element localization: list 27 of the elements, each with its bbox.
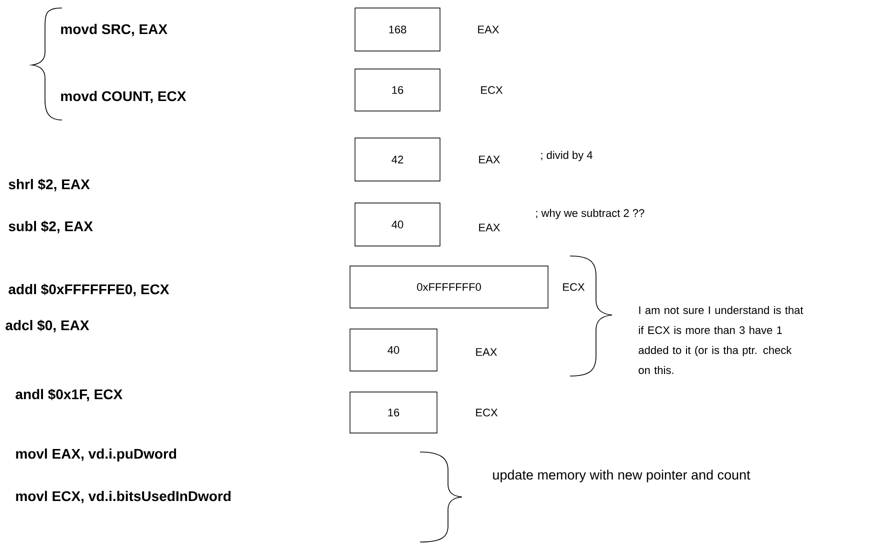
instruction-text: movd SRC, EAX (61, 24, 168, 36)
value-box: 16 (350, 392, 438, 434)
instruction-text: andl $0x1F, ECX (16, 388, 122, 402)
instruction-text: movd COUNT, ECX (61, 90, 186, 104)
value-box: 0xFFFFFFF0 (350, 266, 548, 308)
value-box: 40 (350, 328, 438, 372)
register-label: EAX (478, 26, 499, 34)
comment-text: ; divid by 4 (541, 150, 592, 162)
instruction-text: shrl $2, EAX (8, 178, 90, 192)
register-label: EAX (476, 348, 497, 356)
instruction-text: addl $0xFFFFFFE0, ECX (8, 284, 170, 296)
instruction-text: movl ECX, vd.i.bitsUsedInDword (16, 490, 231, 504)
register-label: ECX (481, 86, 503, 94)
comment-text: update memory with new pointer and count (493, 470, 750, 482)
register-label: EAX (479, 156, 500, 164)
comment-text: ; why we subtract 2 ?? (536, 208, 644, 220)
register-label: EAX (479, 224, 500, 232)
instruction-text: adcl $0, EAX (6, 320, 90, 332)
value-box: 42 (354, 138, 440, 182)
value-box: 16 (354, 68, 440, 112)
value-box: 168 (354, 8, 440, 52)
instruction-text: movl EAX, vd.i.puDword (16, 448, 176, 462)
instruction-text: subl $2, EAX (8, 220, 93, 234)
register-label: ECX (476, 408, 498, 416)
register-label: ECX (563, 283, 585, 291)
note-text: I am not sure I understand is that if ECX is more than 3 have 1 added to it (or is tha ptr. check on this. (638, 306, 804, 374)
value-box: 40 (354, 202, 440, 246)
